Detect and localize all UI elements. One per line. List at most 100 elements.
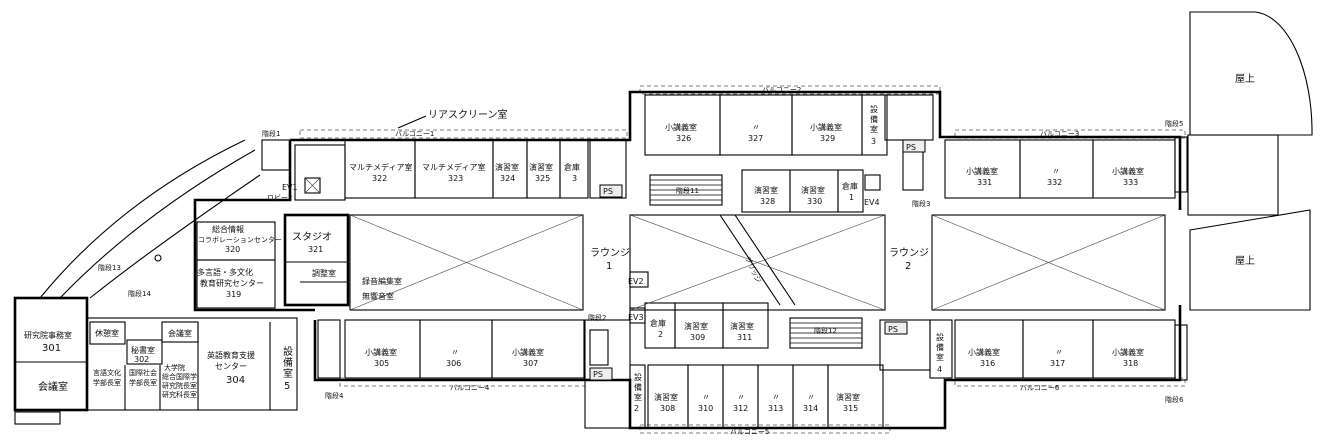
east-rooms: [879, 94, 1176, 379]
room-333-number: 333: [1123, 178, 1138, 187]
ev1-label: EV1: [282, 183, 298, 192]
west-curved-walkway: [39, 139, 261, 299]
room-318-wall: [1092, 319, 1176, 379]
equip2-line3: 室: [634, 392, 642, 402]
room-309-number: 309: [690, 333, 705, 342]
stair-6-label: 階段6: [1165, 395, 1184, 404]
ps-box: [599, 184, 623, 198]
ps-box: [589, 367, 613, 381]
ev2-label: EV2: [628, 277, 644, 286]
room-320-line1: 総合情報: [212, 224, 244, 234]
atrium-center: [629, 214, 886, 311]
secretary-room-number: 302: [134, 355, 149, 364]
equip3-line3: 室: [870, 124, 878, 134]
room-311-number: 311: [737, 333, 752, 342]
room-317-number: 317: [1050, 359, 1065, 368]
storage2-number: 2: [658, 330, 663, 339]
studio-name: スタジオ: [292, 231, 332, 243]
storage1-wall: [837, 169, 864, 213]
room-333-name: 小講義室: [1112, 166, 1144, 176]
room-320-number: 320: [225, 245, 240, 254]
room-322-name: マルチメディア室: [349, 162, 412, 172]
equip3-line2: 備: [870, 114, 878, 124]
room-317-name: 〃: [1055, 348, 1063, 357]
equip2-wall: [629, 364, 646, 429]
bridge-line: [719, 214, 781, 306]
bridge-line: [734, 214, 796, 306]
roof-north-name: 屋上: [1235, 73, 1255, 85]
stair-13-label: 階段13: [98, 263, 121, 272]
rear-screen-label: リアスクリーン室: [428, 108, 508, 121]
stair-3-label: 階段3: [912, 199, 930, 208]
equip5-line2: 備: [283, 356, 293, 369]
room-333-wall: [1092, 139, 1176, 199]
stair-11-label: 階段11: [676, 186, 699, 195]
room-325-name: 演習室: [529, 162, 553, 172]
equip3-line1: 設: [870, 104, 878, 114]
equip2-number: 2: [634, 404, 639, 413]
meeting-room-2-name: 会議室: [168, 328, 192, 338]
room-314-number: 314: [803, 404, 818, 413]
room-324-number: 324: [500, 174, 515, 183]
room-311-wall: [722, 302, 769, 349]
room-305-name: 小講義室: [365, 347, 397, 357]
room-319-line2: 教育研究センター: [200, 278, 264, 288]
room-301-name: 研究院事務室: [24, 330, 72, 340]
equip4-number: 4: [937, 365, 942, 374]
core-left-wall: [294, 144, 346, 201]
dean1-line1: 言語文化: [93, 368, 121, 377]
office-row-wall: [86, 317, 298, 411]
room-307-wall: [491, 319, 585, 379]
room-315-name: 演習室: [836, 392, 860, 402]
room-310-name: 〃: [702, 393, 710, 402]
storage1-number: 1: [849, 193, 854, 202]
room-315-number: 315: [843, 404, 858, 413]
room-309-name: 演習室: [684, 321, 708, 331]
north-west-rooms: [294, 139, 627, 201]
equip4-wall: [929, 319, 953, 379]
dean3-line2: 総合国際学: [162, 372, 197, 381]
balcony-5-label: バルコニー5: [730, 428, 769, 436]
dean1-line2: 学部長室: [93, 378, 121, 387]
lounge-2-number: 2: [905, 261, 911, 272]
equip4-line1: 設: [936, 332, 944, 342]
room-304-line2: センター: [215, 362, 247, 371]
equip3-number: 3: [871, 137, 876, 146]
ps-box: [902, 139, 926, 153]
storage2-name: 倉庫: [650, 318, 666, 328]
lobby-2-label: ロビー2: [267, 193, 292, 202]
ev4-shaft: [864, 174, 881, 191]
room-327-name: 〃: [752, 123, 760, 132]
studio-wall: [283, 213, 350, 307]
equip4-line2: 備: [936, 342, 944, 352]
rest-room-name: 休憩室: [95, 328, 119, 338]
ev3-shaft: [629, 307, 646, 324]
lounge-1-number: 1: [606, 261, 612, 272]
room-312-number: 312: [733, 404, 748, 413]
room-307-name: 小講義室: [512, 347, 544, 357]
stair-1: [261, 139, 291, 171]
stair-2-label: 階段2: [588, 313, 606, 322]
dean3-line4: 研究科長室: [162, 390, 197, 399]
room-314-name: 〃: [807, 393, 815, 402]
secretary-wall: [126, 339, 163, 365]
center-west-block: [196, 213, 350, 309]
roof-south-outline: [1189, 209, 1311, 311]
balcony-3-label: バルコニー3: [1040, 130, 1079, 138]
room-325-number: 325: [535, 174, 550, 183]
room-316-number: 316: [980, 359, 995, 368]
room-304-number: 304: [226, 375, 245, 386]
equip5-number: 5: [284, 381, 290, 392]
room-311-name: 演習室: [730, 321, 754, 331]
balcony-4-label: バルコニー4: [450, 384, 490, 392]
adjust-room-name: 調整室: [312, 268, 336, 278]
dean2-line1: 国際社会: [129, 368, 157, 377]
balcony-1-outline: [299, 129, 628, 139]
stair-14-label: 階段14: [128, 289, 151, 298]
dean3-line3: 研究院長室: [162, 381, 197, 390]
recording-room-name: 録音編集室: [362, 276, 402, 286]
room-324-name: 演習室: [495, 162, 519, 172]
lounge-2-name: ラウンジ: [889, 247, 929, 259]
curve-outer: [39, 139, 246, 299]
room-330-number: 330: [807, 197, 822, 206]
